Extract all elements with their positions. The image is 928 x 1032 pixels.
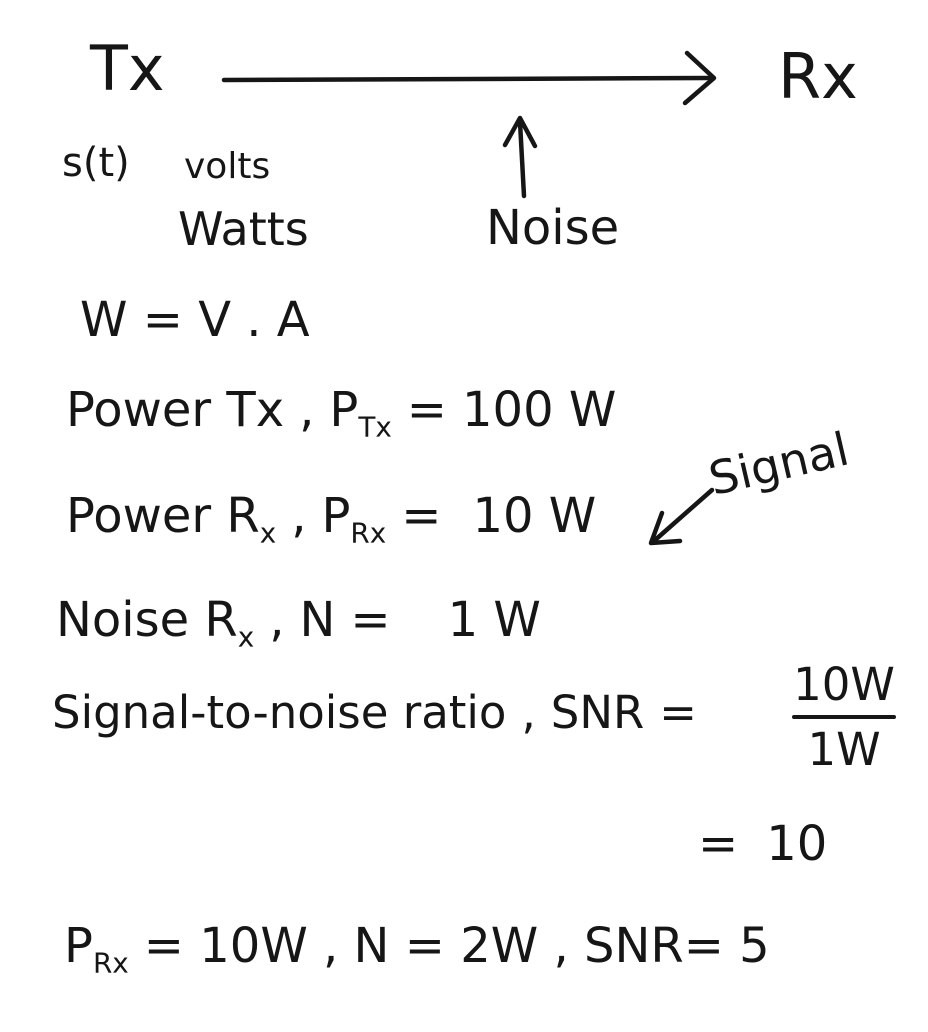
equation-power-tx: Power Tx , PTx = 100 W bbox=[66, 382, 616, 441]
channel-arrow-head bbox=[682, 50, 717, 106]
noise-label: Noise bbox=[486, 200, 620, 256]
power-tx-label: Power Tx bbox=[66, 382, 285, 438]
noise-arrow-shaft bbox=[517, 119, 527, 199]
snr-symbol: SNR bbox=[550, 686, 645, 739]
channel-arrow-shaft bbox=[221, 75, 713, 83]
signal-st-label: s(t) bbox=[62, 140, 130, 186]
noise-value: 1 W bbox=[447, 592, 541, 648]
equals-sign: = bbox=[401, 488, 442, 544]
equals-sign: = bbox=[659, 686, 697, 739]
signal-arrow-shaft bbox=[651, 487, 715, 544]
signal-arrow-head bbox=[648, 510, 683, 546]
noise-rx-label: Noise Rx bbox=[56, 592, 255, 654]
comma: , bbox=[521, 686, 536, 739]
snr-fraction: 10W 1W bbox=[792, 660, 896, 774]
power-rx-value: 10 W bbox=[472, 488, 597, 544]
power-tx-value: 100 W bbox=[462, 382, 617, 438]
noise-rx-label-subscript: x bbox=[237, 620, 255, 654]
equals-sign: = bbox=[350, 592, 391, 648]
comma: , bbox=[299, 382, 315, 438]
equation-w-va-text: W = V . A bbox=[80, 292, 310, 348]
equation-summary: PRx = 10W , N = 2W , SNR= 5 bbox=[64, 918, 770, 977]
power-rx-label: Power Rx bbox=[66, 488, 277, 550]
tx-label: Tx bbox=[90, 32, 165, 105]
power-tx-subscript: Tx bbox=[358, 410, 392, 444]
equals-sign: = bbox=[698, 816, 739, 872]
equation-noise-rx: Noise Rx , N = 1 W bbox=[56, 592, 541, 651]
equation-power-rx: Power Rx , PRx = 10 W bbox=[66, 488, 596, 547]
snr-result-value: 10 bbox=[766, 816, 828, 872]
power-rx-label-subscript: x bbox=[259, 516, 277, 550]
summary-rest: = 10W , N = 2W , SNR= 5 bbox=[143, 918, 770, 974]
noise-symbol: N bbox=[299, 592, 336, 648]
summary-subscript: Rx bbox=[92, 946, 129, 980]
summary-symbol: PRx bbox=[64, 918, 129, 980]
equation-snr-result: = 10 bbox=[698, 816, 827, 872]
comma: , bbox=[291, 488, 307, 544]
noise-arrow-head bbox=[502, 115, 538, 149]
rx-label: Rx bbox=[778, 40, 858, 113]
power-tx-symbol: PTx bbox=[329, 382, 392, 444]
equals-sign: = bbox=[406, 382, 448, 438]
power-rx-symbol: PRx bbox=[321, 488, 387, 550]
equation-snr: Signal-to-noise ratio , SNR = bbox=[52, 686, 697, 739]
comma: , bbox=[269, 592, 285, 648]
snr-fraction-denominator: 1W bbox=[807, 722, 881, 776]
snr-label: Signal-to-noise ratio bbox=[52, 686, 507, 739]
snr-fraction-numerator: 10W bbox=[793, 658, 895, 711]
power-rx-subscript: Rx bbox=[350, 516, 387, 550]
equation-w-va: W = V . A bbox=[80, 292, 310, 348]
watts-label: Watts bbox=[178, 202, 309, 256]
volts-label: volts bbox=[184, 146, 271, 187]
fraction-bar bbox=[792, 714, 896, 719]
